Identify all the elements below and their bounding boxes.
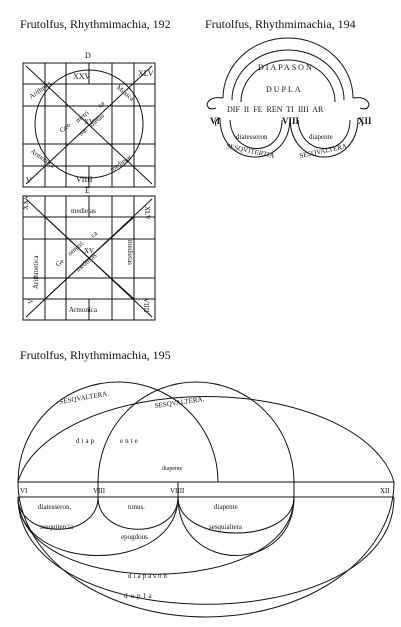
fig195-sesquialtera: sesquialtera <box>209 523 243 531</box>
caption-fig-192: Frutolfus, Rhythmimachia, 192 <box>20 17 171 31</box>
fig192-top-ca: ca <box>96 99 107 110</box>
fig195-diatesseron: diatesseron. <box>38 503 71 511</box>
fig192-top-diagram <box>22 62 156 188</box>
fig195-num-viiii: VIIII <box>170 487 185 495</box>
fig192-top-musica: Musica <box>115 83 137 103</box>
fig192-bottom-ometri: ometri <box>66 240 85 258</box>
fig192-bottom-armonica: Armonica <box>69 306 98 314</box>
fig194-num-xii: XII <box>358 116 372 126</box>
fig195-diapente: diapente <box>214 503 238 511</box>
fig192-bottom-num-xxv: XXV <box>22 195 30 210</box>
fig194-num-vi: VI <box>210 116 220 126</box>
caption-fig-194: Frutolfus, Rhythmimachia, 194 <box>205 17 356 31</box>
fig195-sesqualtera-left: SESQVALTERA. <box>59 389 110 406</box>
fig192-bottom-num-xlv: XLV <box>143 206 151 220</box>
caption-fig-195: Frutolfus, Rhythmimachia, 195 <box>20 348 171 362</box>
fig192-top-num-viiii: VIIII <box>76 175 93 184</box>
fig194-syllables: DIF II FE REN TI IIII AR <box>227 105 324 114</box>
fig192-bottom-xv: XV <box>84 247 94 255</box>
fig192-bottom-medietas-top: medietas <box>71 207 96 215</box>
fig192-top-num-v: V <box>26 176 32 185</box>
fig192-top-xv: XV <box>84 118 94 126</box>
fig192-top-num-xxv: XXV <box>73 72 91 81</box>
fig195-dupla: dupla <box>124 592 155 600</box>
fig194-diapente: diapente <box>309 133 333 141</box>
fig195-ente: ente <box>120 437 140 445</box>
fig192-bottom-num-viiii: VIIII <box>142 298 150 313</box>
fig195-num-viii: VIII <box>93 487 106 495</box>
fig195-sesquitercia: sesquitercia <box>40 523 74 531</box>
fig194-dupla: DUPLA <box>266 85 303 94</box>
fig194-diagram <box>206 37 370 158</box>
fig192-top-geo: Geo <box>58 121 72 135</box>
fig195-epogdous: epogdous <box>121 533 148 541</box>
fig195-diapente-small: diapente <box>162 466 183 472</box>
fig194-diatesseron: diatesseron <box>236 133 268 141</box>
fig195-num-vi: VI <box>20 487 28 495</box>
fig192-top-num-xlv: XLV <box>138 69 154 78</box>
fig195-diap: diap <box>76 437 96 445</box>
fig194-diapason: DIAPASON <box>258 63 314 72</box>
fig192-top-me: me <box>77 126 89 138</box>
fig195-tonus: tonus. <box>128 503 145 511</box>
fig192-bottom-ge: Ge <box>54 257 65 268</box>
fig192-letter-e: E <box>85 186 90 195</box>
fig192-bottom-num-v: V <box>27 299 35 304</box>
fig195-diagram <box>17 381 395 618</box>
fig195-diapason: diapason <box>128 572 169 580</box>
fig192-bottom-diagram <box>22 195 156 321</box>
fig194-sesquitertia: SESQVITERTIA <box>226 142 276 160</box>
fig194-num-viii: VIII <box>282 116 300 126</box>
fig192-bottom-medietas-right: medietas <box>126 240 134 265</box>
fig192-letter-d: D <box>85 51 91 60</box>
fig195-num-xii: XII <box>380 487 390 495</box>
fig192-bottom-ca: ca <box>89 229 100 240</box>
fig192-bottom-arithmetica: Arithmetica <box>32 255 40 289</box>
